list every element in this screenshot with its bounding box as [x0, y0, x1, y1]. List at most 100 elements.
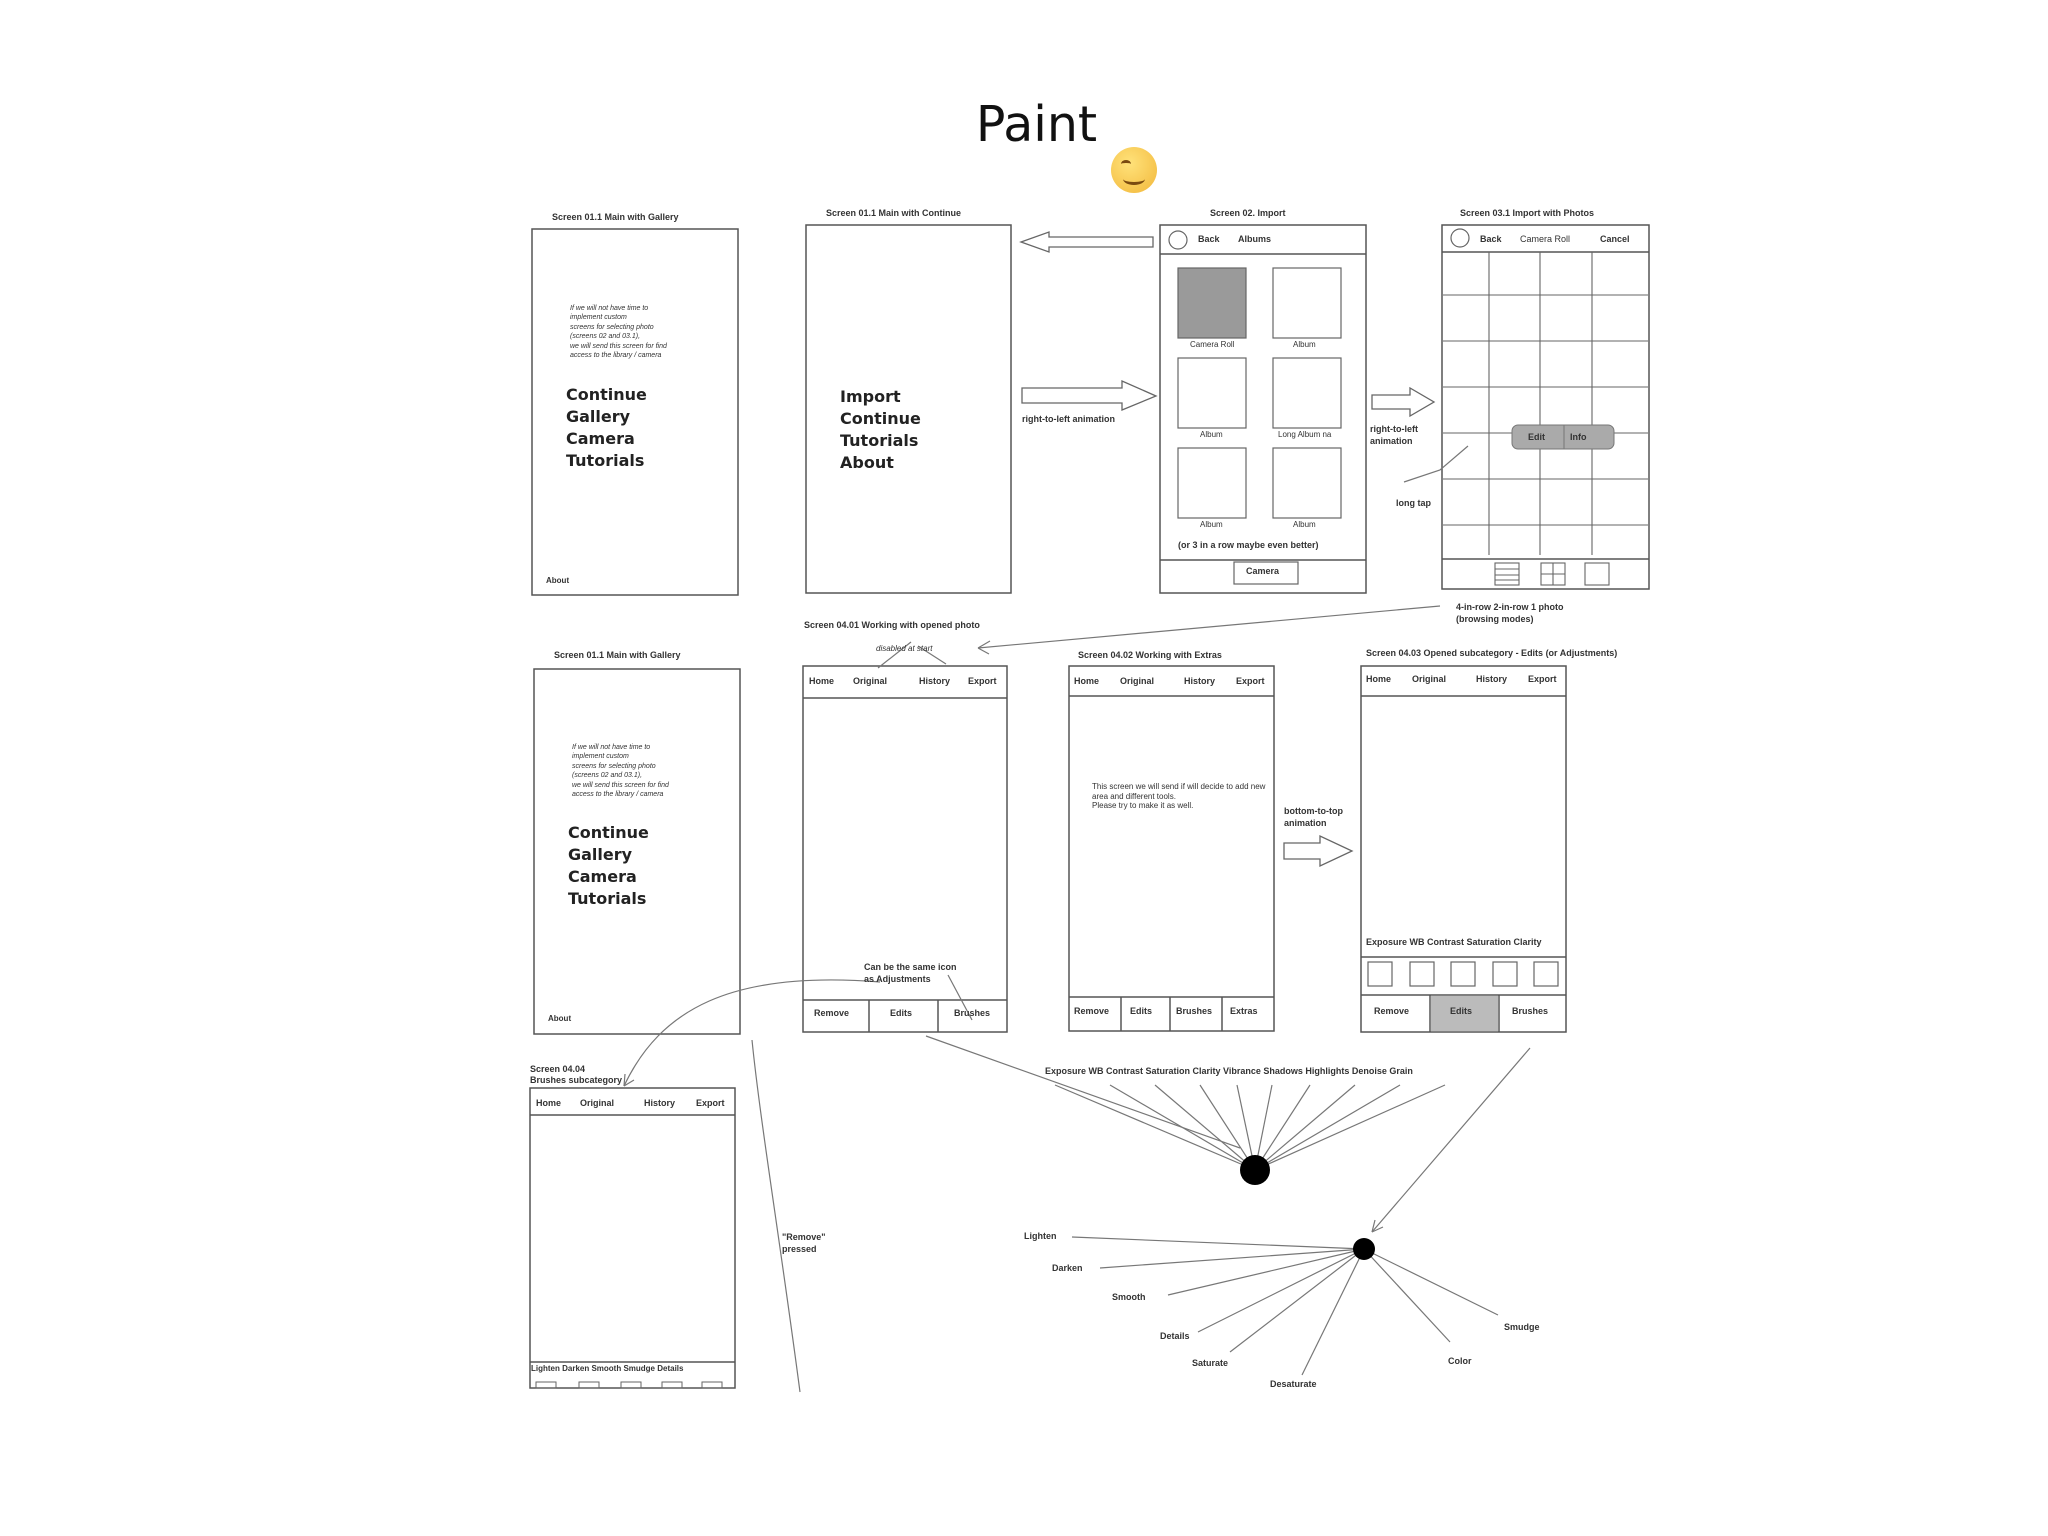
tab-original[interactable]: Original — [853, 676, 888, 686]
tab-history[interactable]: History — [644, 1098, 676, 1108]
menu-item-tutorials[interactable]: Tutorials — [566, 451, 645, 470]
settings-icon — [1168, 230, 1188, 250]
menu-item-continue[interactable]: Continue — [840, 409, 921, 428]
screen-title: Screen 04.01 Working with opened photo — [804, 620, 980, 630]
screen-title: Screen 01.1 Main with Gallery — [552, 212, 679, 222]
menu-item-continue[interactable]: Continue — [566, 385, 647, 404]
remove-tab[interactable]: Remove — [814, 1008, 850, 1018]
screen-title: Screen 01.1 Main with Gallery — [554, 650, 681, 660]
screen-title: Screen 04.03 Opened subcategory - Edits … — [1366, 648, 1618, 658]
connector-line — [977, 605, 1441, 649]
album-caption: Long Album na — [1278, 430, 1332, 439]
brushes-tab[interactable]: Brushes — [1512, 1006, 1549, 1016]
menu-item-camera[interactable]: Camera — [568, 867, 637, 886]
screen-01-1c-frame — [533, 668, 741, 1035]
album-caption: Album — [1293, 520, 1316, 529]
left-arrow — [1019, 231, 1154, 253]
brushes-hub — [1353, 1238, 1375, 1260]
connector-line — [751, 1039, 801, 1393]
info-menu-item[interactable]: Info — [1570, 432, 1587, 442]
menu-item-import[interactable]: Import — [840, 387, 901, 406]
tab-export[interactable]: Export — [1236, 676, 1265, 686]
brush-categories: Lighten Darken Smooth Smudge Details — [531, 1364, 684, 1373]
album-caption: Album — [1293, 340, 1316, 349]
menu-item-continue[interactable]: Continue — [568, 823, 649, 842]
screen-title: Screen 02. Import — [1210, 208, 1286, 218]
albums-label: Albums — [1238, 234, 1272, 244]
edits-tab[interactable]: Edits — [1450, 1006, 1473, 1016]
annotation: "Remove"pressed — [782, 1232, 826, 1254]
tab-home[interactable]: Home — [809, 676, 835, 686]
brush-option: Darken — [1052, 1263, 1083, 1273]
cancel-button[interactable]: Cancel — [1600, 234, 1630, 244]
connector-line — [623, 979, 881, 1087]
album-caption: Album — [1200, 520, 1223, 529]
screen-04-04-frame — [529, 1087, 736, 1389]
tab-original[interactable]: Original — [1412, 674, 1447, 684]
tab-history[interactable]: History — [919, 676, 951, 686]
right-arrow — [1283, 834, 1354, 868]
tab-home[interactable]: Home — [536, 1098, 562, 1108]
about-link[interactable]: About — [548, 1014, 572, 1023]
album-thumb — [1177, 357, 1247, 429]
album-thumb — [1272, 267, 1342, 339]
main-menu: Import Continue Tutorials About — [840, 386, 921, 474]
camera-button-frame — [1233, 561, 1299, 585]
tab-original[interactable]: Original — [580, 1098, 615, 1108]
brush-option: Color — [1448, 1356, 1472, 1366]
tab-export[interactable]: Export — [968, 676, 997, 686]
menu-item-gallery[interactable]: Gallery — [568, 845, 633, 864]
layout-note: (or 3 in a row maybe even better) — [1178, 540, 1319, 550]
connector-line — [1371, 1047, 1531, 1233]
about-link[interactable]: About — [546, 576, 570, 585]
camera-button[interactable]: Camera — [1246, 566, 1280, 576]
back-button[interactable]: Back — [1480, 234, 1502, 244]
brush-option: Smooth — [1112, 1292, 1146, 1302]
main-menu: Continue Gallery Camera Tutorials — [566, 384, 647, 472]
screen-title: Screen 04.02 Working with Extras — [1078, 650, 1222, 660]
right-arrow — [1021, 380, 1158, 411]
annotation: long tap — [1396, 498, 1431, 508]
tab-history[interactable]: History — [1184, 676, 1216, 686]
back-button[interactable]: Back — [1198, 234, 1220, 244]
screen-04-01-frame — [802, 665, 1008, 1033]
tab-export[interactable]: Export — [1528, 674, 1557, 684]
tab-history[interactable]: History — [1476, 674, 1508, 684]
menu-item-gallery[interactable]: Gallery — [566, 407, 631, 426]
tab-original[interactable]: Original — [1120, 676, 1155, 686]
tab-export[interactable]: Export — [696, 1098, 725, 1108]
brushes-tab[interactable]: Brushes — [954, 1008, 991, 1018]
edits-tab[interactable]: Edits — [890, 1008, 913, 1018]
tab-home[interactable]: Home — [1366, 674, 1392, 684]
right-arrow — [1371, 386, 1436, 418]
edits-tab[interactable]: Edits — [1130, 1006, 1153, 1016]
remove-tab[interactable]: Remove — [1074, 1006, 1110, 1016]
title-text: Paint — [975, 96, 1098, 153]
settings-icon — [1450, 228, 1470, 248]
menu-item-camera[interactable]: Camera — [566, 429, 635, 448]
brushes-tab[interactable]: Brushes — [1176, 1006, 1213, 1016]
disabled-note: disabled at start — [876, 644, 933, 653]
brush-option: Desaturate — [1270, 1379, 1317, 1389]
screen-01-1-frame — [531, 228, 739, 596]
smiling-face-icon: ☺ — [1111, 147, 1158, 193]
menu-item-tutorials[interactable]: Tutorials — [568, 889, 647, 908]
tab-home[interactable]: Home — [1074, 676, 1100, 686]
brush-option: Saturate — [1192, 1358, 1229, 1368]
brushes-fan-lines — [1071, 1236, 1499, 1376]
camera-roll-label: Camera Roll — [1520, 234, 1571, 244]
screen-02-frame — [1159, 224, 1367, 594]
menu-item-tutorials[interactable]: Tutorials — [840, 431, 919, 450]
album-thumb — [1177, 447, 1247, 519]
photo-grid — [1443, 252, 1648, 586]
remove-tab[interactable]: Remove — [1374, 1006, 1410, 1016]
extras-tab[interactable]: Extras — [1230, 1006, 1258, 1016]
menu-item-about[interactable]: About — [840, 453, 894, 472]
edit-menu-item[interactable]: Edit — [1528, 432, 1545, 442]
brush-option: Details — [1160, 1331, 1190, 1341]
screen-01-1b-frame — [805, 224, 1012, 594]
